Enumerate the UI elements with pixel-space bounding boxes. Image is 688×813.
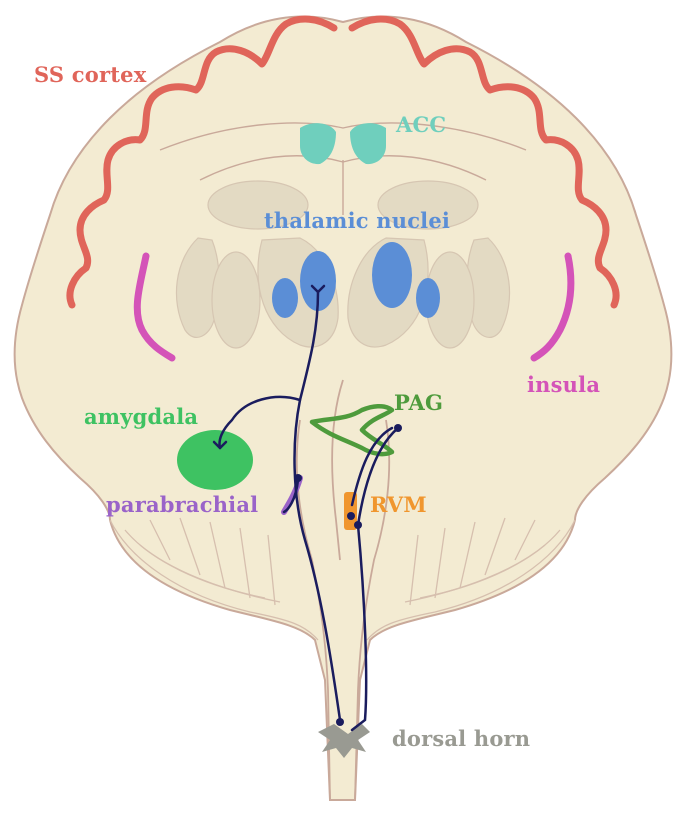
thalamic-nuclei-label: thalamic nuclei [264,208,450,233]
ss-cortex-label: SS cortex [34,62,147,87]
node-rvm-upper [347,512,355,520]
pag-label: PAG [394,390,443,415]
parabrachial-label: parabrachial [106,492,258,517]
acc-label: ACC [395,112,446,137]
node-parabrachial [294,474,302,482]
rvm-label: RVM [370,492,427,517]
insula-label: insula [527,372,600,397]
node-dorsal-horn [336,718,344,726]
amygdala-label: amygdala [84,404,198,429]
node-rvm-lower [354,521,362,529]
dorsal-horn-label: dorsal horn [392,726,530,751]
node-pag [394,424,402,432]
amygdala-region [177,430,253,490]
